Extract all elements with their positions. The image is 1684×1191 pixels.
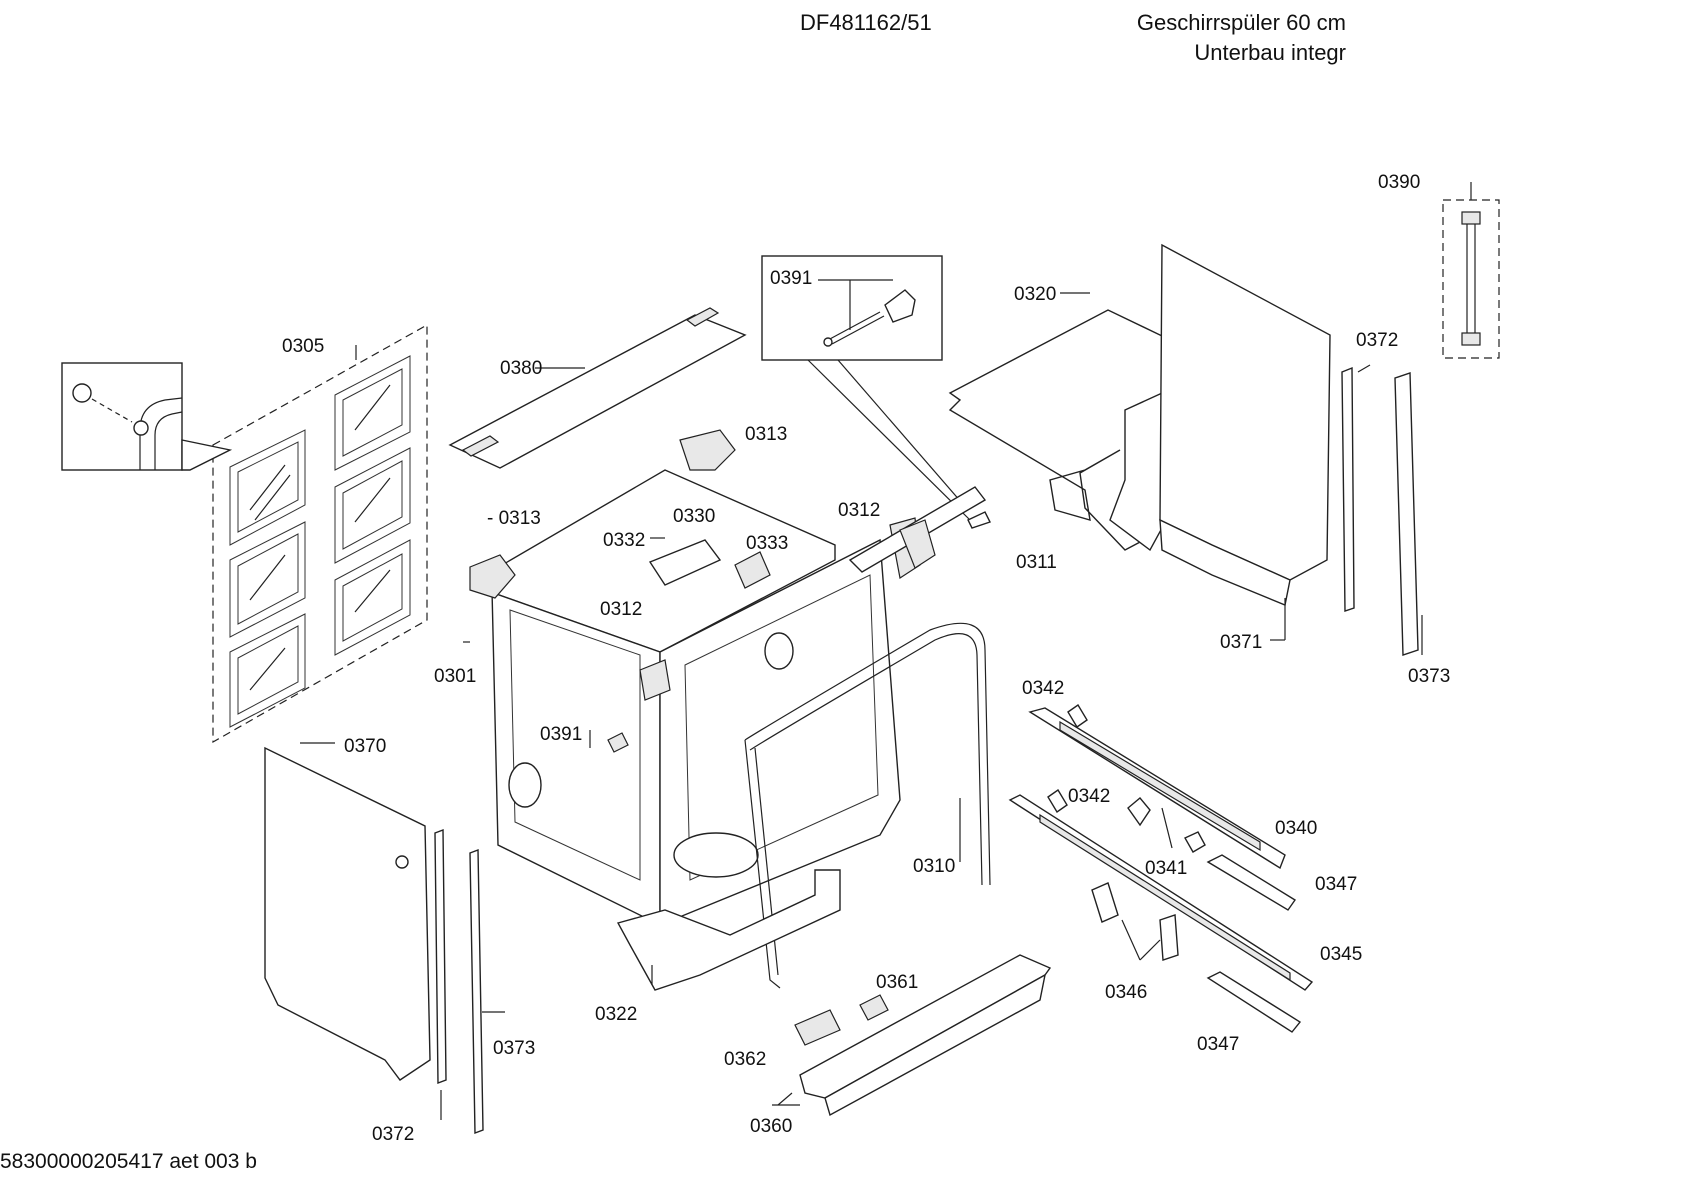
label-0390: 0390	[1378, 172, 1420, 193]
label-0330: 0330	[673, 506, 715, 527]
label-0311: 0311	[1016, 552, 1057, 573]
part-0301-tub-frame	[463, 429, 987, 927]
label-0301: 0301	[434, 666, 476, 687]
part-0391-screw	[589, 730, 629, 753]
label-0312-right: 0312	[838, 500, 880, 521]
part-0310-door-seal	[744, 622, 991, 989]
part-0370-left-side-panel	[264, 742, 431, 1081]
label-0347-lower: 0347	[1197, 1034, 1239, 1055]
appliance-description-line1: Geschirrspüler 60 cm	[1136, 10, 1346, 35]
label-0380: 0380	[500, 358, 542, 379]
label-0372-right: 0372	[1356, 330, 1398, 351]
label-0322: 0322	[595, 1004, 637, 1025]
part-0332-module	[648, 537, 722, 586]
part-0345-lower-rail	[1008, 794, 1314, 991]
label-0332: 0332	[603, 530, 645, 551]
model-number: DF481162/51	[800, 10, 932, 35]
part-0341-holder	[1127, 797, 1206, 853]
label-0372-left: 0372	[372, 1124, 414, 1145]
part-0342-clip-upper	[1067, 703, 1088, 729]
label-0342-upper: 0342	[1022, 678, 1064, 699]
label-0373-left: 0373	[493, 1038, 535, 1059]
part-labels: 0390 0391 0320 0305 0380 0372 0313 - 031…	[282, 172, 1450, 1145]
label-0313-left: - 0313	[487, 508, 541, 529]
label-0373-right: 0373	[1408, 666, 1450, 687]
part-0312-hinge	[899, 519, 936, 569]
label-0391-center: 0391	[540, 724, 582, 745]
part-0380-top-strip	[448, 307, 747, 469]
part-0347-end-cap-upper	[1206, 854, 1296, 911]
label-0360: 0360	[750, 1116, 792, 1137]
document-code: 58300000205417 aet 003 b	[0, 1150, 257, 1173]
part-0330-connector	[734, 551, 771, 589]
label-0310: 0310	[913, 856, 955, 877]
label-0361: 0361	[876, 972, 918, 993]
appliance-description-line2: Unterbau integr	[1194, 40, 1346, 65]
part-0391-screw-detail	[761, 255, 991, 529]
label-0320: 0320	[1014, 284, 1056, 305]
part-0390-cable	[1442, 182, 1500, 359]
part-0371-side-panel	[1159, 243, 1331, 641]
part-0372-right-strip	[1341, 364, 1371, 612]
label-0362: 0362	[724, 1049, 766, 1070]
label-0342-lower: 0342	[1068, 786, 1110, 807]
part-0342-clip-lower	[1047, 788, 1068, 814]
label-0346: 0346	[1105, 982, 1147, 1003]
part-0340-upper-rail	[1028, 707, 1286, 870]
part-0346-brackets	[1091, 882, 1179, 961]
part-0322-base-trough	[616, 869, 841, 991]
label-0333: 0333	[746, 533, 788, 554]
label-0371: 0371	[1220, 632, 1262, 653]
label-0347-upper: 0347	[1315, 874, 1357, 895]
part-0305-insulation-panel	[61, 323, 428, 744]
part-0361-switch	[859, 994, 889, 1021]
label-0305: 0305	[282, 336, 324, 357]
label-0391-detail: 0391	[770, 268, 812, 289]
part-0362-sensor	[794, 1009, 841, 1046]
label-0341: 0341	[1145, 858, 1187, 879]
label-0313-top: 0313	[745, 424, 787, 445]
label-0345: 0345	[1320, 944, 1362, 965]
part-0373-left-rail	[469, 848, 505, 1135]
part-0372-left-strip	[434, 828, 447, 1120]
part-0347-end-cap-lower	[1206, 971, 1302, 1033]
label-0312-center: 0312	[600, 599, 642, 620]
part-0373-right-rail	[1394, 372, 1423, 656]
label-0340: 0340	[1275, 818, 1317, 839]
part-0360-bottom-tray	[772, 954, 1052, 1117]
label-0370: 0370	[344, 736, 386, 757]
